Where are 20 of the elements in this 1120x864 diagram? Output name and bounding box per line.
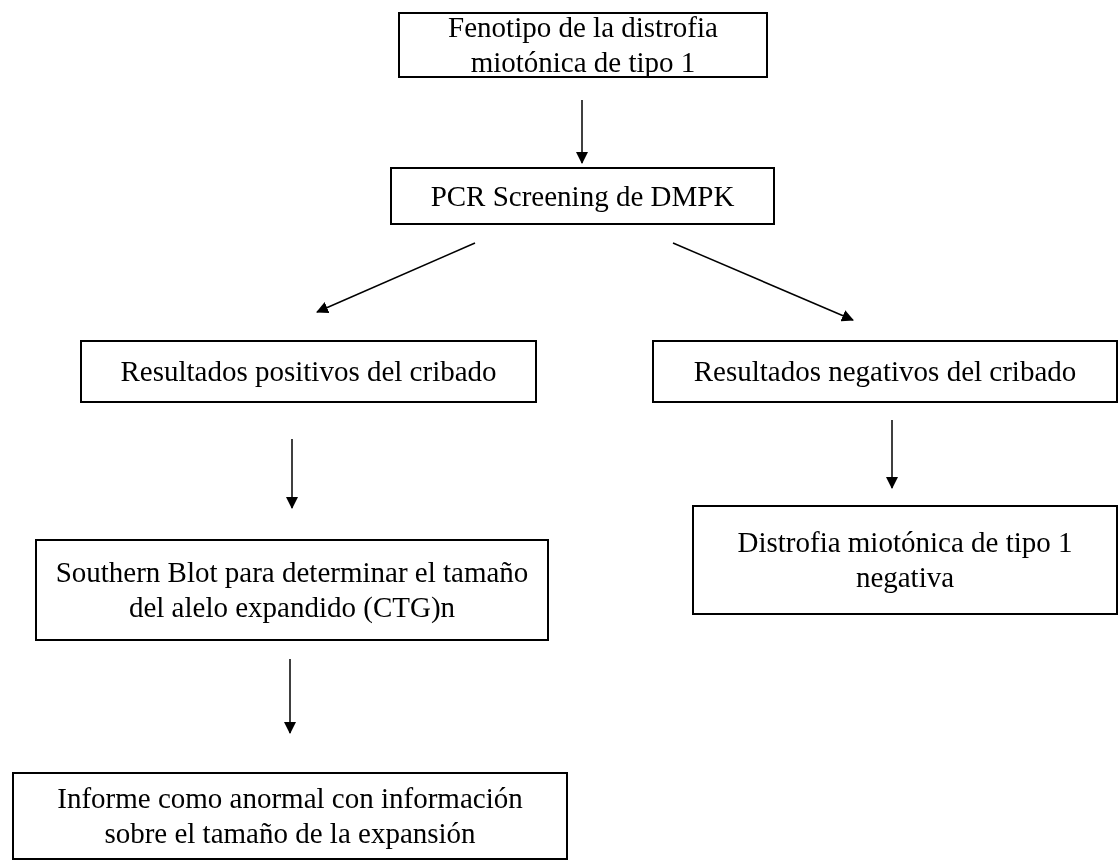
arrow <box>886 419 898 489</box>
box-text: Resultados positivos del cribado <box>120 354 497 389</box>
process-box <box>652 340 1118 403</box>
box-text: Resultados negativos del cribado <box>693 354 1077 389</box>
arrow <box>316 242 476 314</box>
box-text: PCR Screening de DMPK <box>430 178 735 214</box>
box-text: Fenotipo de la distrofia miotónica de tipo 1 <box>447 10 719 80</box>
arrow <box>286 438 298 509</box>
box-text: Southern Blot para determinar el tamaño del alelo expandido (CTG)n <box>54 555 530 625</box>
arrow <box>284 658 296 734</box>
arrow <box>672 242 854 322</box>
process-box <box>692 505 1118 615</box>
process-box <box>80 340 537 403</box>
process-box <box>35 539 549 641</box>
box-text: Distrofia miotónica de tipo 1 negativa <box>736 525 1074 595</box>
box-text: Informe como anormal con información sobre el tamaño de la expansión <box>56 781 524 851</box>
arrow <box>576 99 588 164</box>
process-box <box>398 12 768 78</box>
process-box <box>390 167 775 225</box>
process-box <box>12 772 568 860</box>
